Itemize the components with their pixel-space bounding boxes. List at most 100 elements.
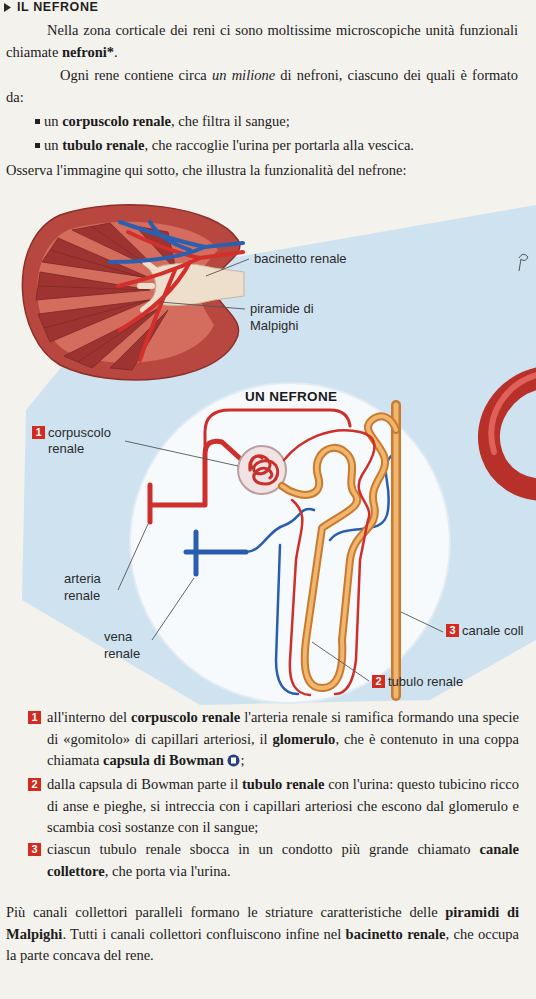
text-paragraph: dalla capsula di Bowman parte il tubulo … [47, 774, 519, 839]
body-text: Osserva l'immagine qui sotto, che illust… [6, 162, 406, 178]
part-label: arteria renale [64, 570, 114, 604]
leader-line [125, 441, 238, 466]
key-term: tubulo renale [242, 776, 324, 792]
zoom-beam [22, 205, 536, 705]
text-paragraph: ciascun tubulo renale sbocca in un condo… [47, 839, 519, 882]
glossary-icon [231, 758, 236, 764]
body-text: . [114, 44, 118, 60]
part-label: canale coll [462, 623, 523, 639]
glossary-icon [227, 754, 240, 767]
text-paragraph: Osserva l'immagine qui sotto, che illust… [6, 160, 518, 182]
kidney-illustration [38, 286, 148, 290]
callout-number: 1 [32, 426, 45, 439]
nephron-illustration [394, 405, 399, 696]
nephron-illustration [186, 532, 246, 574]
leader-line [312, 642, 369, 681]
artery-fragment [491, 374, 536, 452]
key-term: glomerulo [273, 731, 336, 747]
body-text: Più canali collettori paralleli formano … [6, 904, 438, 920]
zoom-beam [22, 205, 536, 705]
key-term: corpuscolo renale [131, 709, 240, 725]
leader-line [401, 612, 443, 632]
nephron-illustration [282, 416, 396, 688]
text-paragraph: Nella zona corticale dei reni ci sono mo… [6, 20, 518, 63]
nephron-illustration [284, 430, 374, 694]
key-term: bacinetto renale [346, 926, 446, 942]
leader-line [118, 441, 443, 681]
body-text: all'interno del [47, 709, 127, 725]
key-term: nefroni* [62, 44, 114, 60]
body-text: Ogni rene contiene circa [60, 67, 207, 83]
kidney-illustration [36, 272, 150, 300]
part-label: vena renale [104, 628, 149, 662]
leader-line [160, 259, 249, 309]
leader-line [118, 524, 148, 590]
body-text: un milione [212, 67, 275, 83]
callout-number: 2 [372, 675, 385, 688]
part-label: piramide di Malpighi [250, 300, 316, 334]
bullet-square [35, 119, 40, 124]
callout-box: 2 [28, 778, 41, 791]
callout-box: 2tubulo renale [372, 675, 463, 690]
part-label: tubulo renale [388, 674, 463, 690]
nephron-illustration [250, 456, 278, 484]
callout-box: 1 [28, 711, 41, 724]
nephron-zoom-circle [130, 383, 450, 703]
kidney-illustration [42, 238, 150, 278]
body-text: un [44, 113, 59, 129]
pencil-mark [519, 254, 528, 271]
callout-number: 1 [28, 711, 41, 724]
body-text: ; [240, 752, 244, 768]
body-text: ciascun tubulo renale sbocca in un condo… [47, 841, 471, 857]
leader-line [160, 302, 245, 309]
nephron-illustration [150, 405, 396, 696]
text-paragraph: Ogni rene contiene circa un milione di n… [6, 65, 518, 108]
callout-box: 3canale coll [446, 624, 523, 639]
body-text: dalla capsula di Bowman parte il [47, 776, 238, 792]
kidney-illustration [110, 222, 243, 262]
body-text: . Tutti i canali collettori confluiscono… [62, 926, 341, 942]
artery-fragment [489, 378, 536, 490]
callout-box: 1corpuscolo renale [32, 426, 124, 457]
kidney-illustration [38, 226, 158, 362]
key-term: tubulo renale [62, 137, 144, 153]
callout-number: 2 [28, 778, 41, 791]
nephron-illustration [150, 441, 244, 522]
text-paragraph: un tubulo renale, che raccoglie l'urina … [44, 135, 519, 157]
glossary-icon [228, 755, 240, 767]
bullet-square [35, 143, 40, 148]
body-text: un [44, 137, 59, 153]
leader-line [152, 578, 194, 640]
artery-fragment [489, 374, 536, 490]
text-paragraph: all'interno del corpuscolo renale l'arte… [47, 707, 519, 772]
glossary-icon [227, 754, 240, 767]
text-paragraph: Più canali collettori paralleli formano … [6, 902, 519, 967]
kidney-illustration [78, 308, 158, 362]
callout-number: 3 [28, 843, 41, 856]
body-text: , che porta via l'urina. [105, 863, 231, 879]
callout-box: 3 [28, 843, 41, 856]
leader-line [206, 259, 249, 276]
title-marker [4, 3, 11, 12]
body-text: , che filtra il sangue; [171, 113, 290, 129]
page-title: IL NEFRONE [17, 0, 98, 15]
part-label: corpuscolo renale [48, 425, 124, 457]
nephron-zoom-circle [130, 383, 450, 703]
kidney-illustration [50, 250, 148, 279]
callout-number: 3 [446, 624, 459, 637]
diagram-heading: UN NEFRONE [245, 388, 337, 405]
nephron-illustration [391, 405, 401, 696]
pencil-mark [519, 254, 528, 271]
kidney-illustration [22, 205, 244, 380]
nephron-illustration [290, 500, 310, 695]
body-text: , che raccoglie l'urina per portarla all… [144, 137, 414, 153]
key-term: capsula di Bowman [103, 752, 224, 768]
part-label: bacinetto renale [254, 250, 347, 267]
nephron-illustration [282, 416, 396, 688]
text-paragraph: un corpuscolo renale, che filtra il sang… [44, 111, 519, 133]
kidney-illustration [118, 232, 243, 360]
key-term: corpuscolo renale [62, 113, 171, 129]
